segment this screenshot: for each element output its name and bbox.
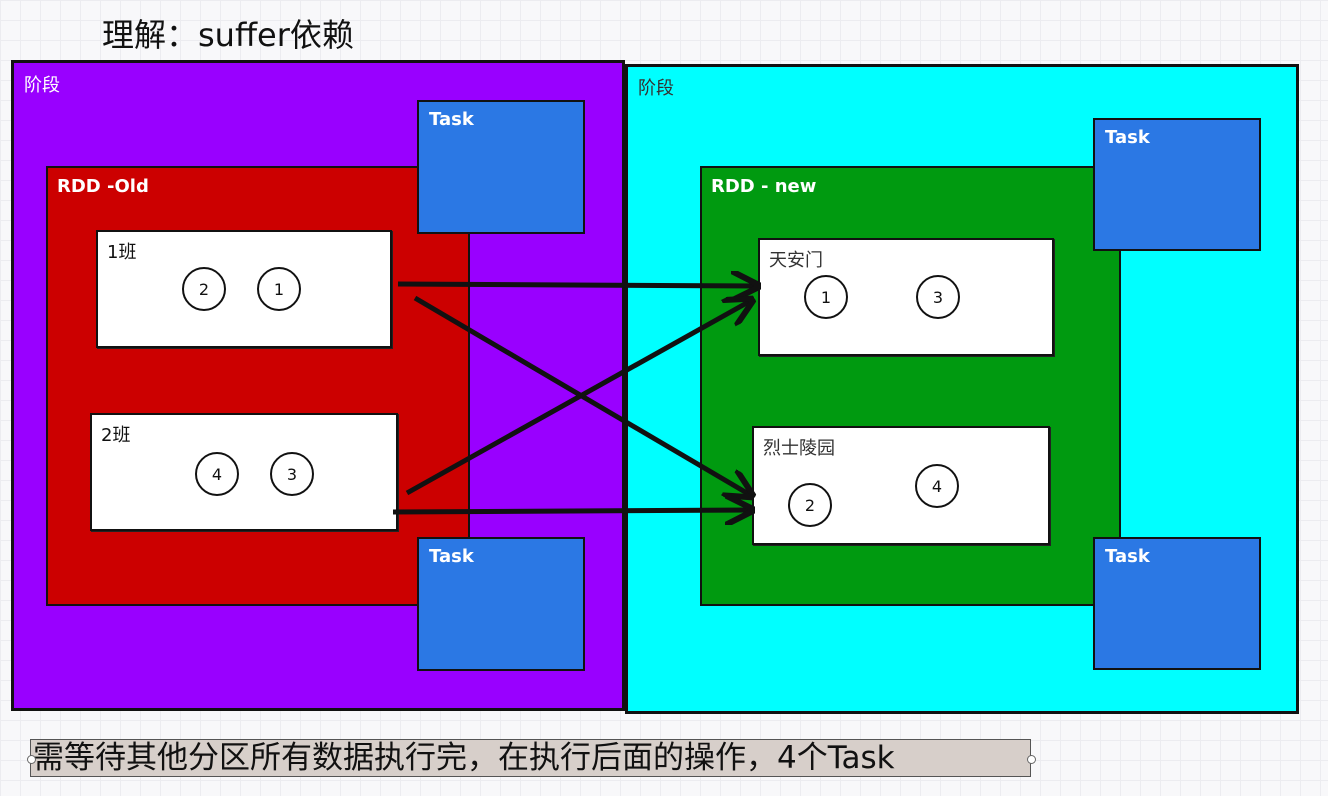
partition-new-2-label: 烈士陵园 [763,438,835,459]
note-text: 需等待其他分区所有数据执行完，在执行后面的操作，4个Task [33,740,895,776]
page-title: 理解：suffer依赖 [102,16,354,54]
partition-old-2-label: 2班 [101,425,131,446]
arrow-1ban-to-tiananmen [397,284,758,286]
task-label: Task [1105,127,1150,148]
task-label: Task [429,109,474,130]
data-item-circle[interactable]: 4 [195,452,239,496]
partition-old-1[interactable]: 1班 2 1 [96,230,392,348]
arrow-2ban-to-lieshilingyuan [392,510,752,512]
data-item-circle[interactable]: 3 [916,275,960,319]
partition-old-1-label: 1班 [107,242,137,263]
resize-handle-left[interactable] [27,755,36,764]
resize-handle-right[interactable] [1027,755,1036,764]
partition-new-1[interactable]: 天安门 1 3 [758,238,1054,356]
partition-new-2[interactable]: 烈士陵园 2 4 [752,426,1050,545]
task-label: Task [1105,546,1150,567]
partition-new-1-label: 天安门 [769,250,823,271]
note-text-box[interactable]: 需等待其他分区所有数据执行完，在执行后面的操作，4个Task [30,739,1031,777]
rdd-old-label: RDD -Old [57,176,149,197]
arrow-2ban-to-tiananmen [405,300,752,496]
task-label: Task [429,546,474,567]
stage-right-label: 阶段 [638,78,674,99]
data-item-circle[interactable]: 3 [270,452,314,496]
task-box-left-top[interactable]: Task [417,100,585,234]
task-box-right-top[interactable]: Task [1093,118,1261,251]
data-item-circle[interactable]: 2 [788,483,832,527]
task-box-left-bottom[interactable]: Task [417,537,585,671]
data-item-circle[interactable]: 1 [804,275,848,319]
stage-left-label: 阶段 [24,75,60,96]
data-item-circle[interactable]: 2 [182,267,226,311]
data-item-circle[interactable]: 1 [257,267,301,311]
task-box-right-bottom[interactable]: Task [1093,537,1261,670]
rdd-new-label: RDD - new [711,176,817,197]
partition-old-2[interactable]: 2班 4 3 [90,413,398,531]
data-item-circle[interactable]: 4 [915,464,959,508]
